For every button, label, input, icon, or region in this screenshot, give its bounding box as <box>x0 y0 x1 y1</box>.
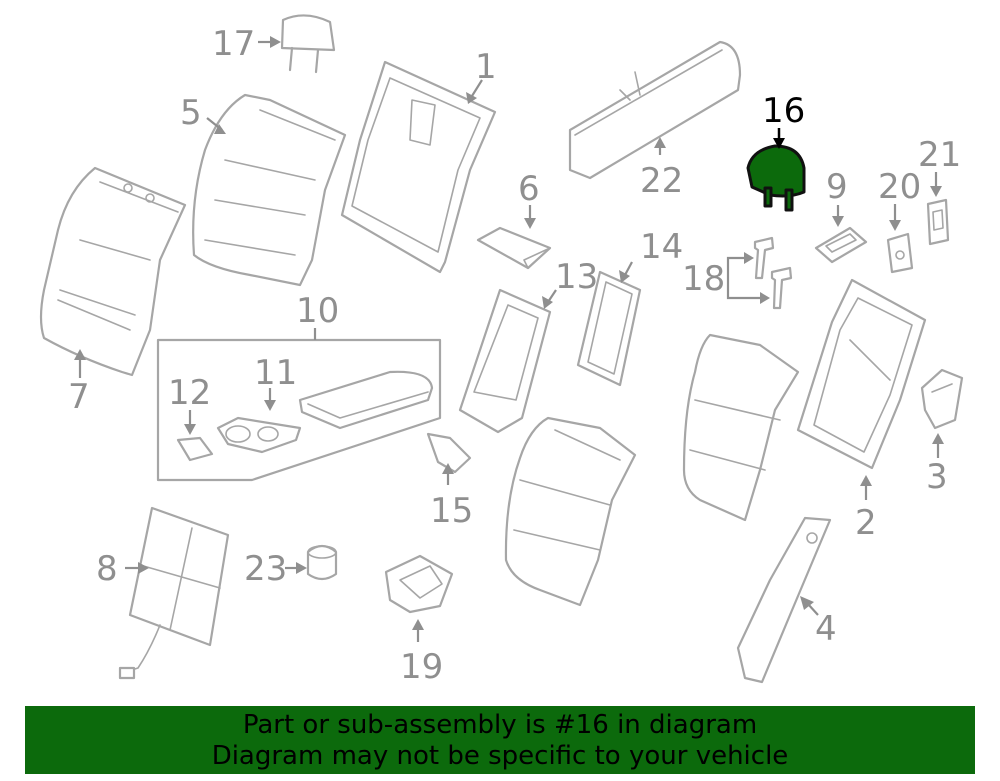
callout-13: 13 <box>542 257 598 309</box>
callout-23: 23 <box>244 549 307 589</box>
part-seat-back-center[interactable] <box>504 416 637 607</box>
callout-11: 11 <box>254 353 297 411</box>
part-3-hinge[interactable] <box>920 368 964 430</box>
part-17-headrest[interactable] <box>280 14 336 74</box>
part-6-pad[interactable] <box>476 226 552 270</box>
banner-line-1: Part or sub-assembly is #16 in diagram <box>242 710 758 740</box>
callout-6: 6 <box>518 169 540 229</box>
callout-4: 4 <box>800 596 837 649</box>
label-5: 5 <box>180 93 202 133</box>
part-1-seat-back-frame[interactable] <box>340 60 497 274</box>
label-22: 22 <box>640 161 683 201</box>
part-5-seat-back-pad[interactable] <box>192 93 347 287</box>
part-23-clip[interactable] <box>306 544 338 581</box>
label-12: 12 <box>168 373 211 413</box>
part-13-armrest-housing[interactable] <box>458 288 552 434</box>
label-11: 11 <box>254 353 297 393</box>
label-8: 8 <box>96 549 118 589</box>
callout-17: 17 <box>212 24 281 64</box>
part-20-bracket[interactable] <box>886 232 914 274</box>
callout-3: 3 <box>926 433 948 497</box>
callout-15: 15 <box>430 463 473 531</box>
part-11-cupholder[interactable] <box>216 416 302 454</box>
part-4-side-trim[interactable] <box>736 516 832 684</box>
callout-5: 5 <box>180 93 226 134</box>
callout-20: 20 <box>878 167 921 231</box>
part-16-headrest-highlighted[interactable] <box>746 144 806 212</box>
part-seat-back-right[interactable] <box>682 333 800 522</box>
callout-10: 10 <box>296 291 339 340</box>
callout-16: 16 <box>762 91 805 149</box>
label-19: 19 <box>400 647 443 687</box>
part-14-panel[interactable] <box>576 270 642 387</box>
banner-line-2: Diagram may not be specific to your vehi… <box>211 741 789 771</box>
label-23: 23 <box>244 549 287 589</box>
label-18: 18 <box>682 259 725 299</box>
part-15-trim-cover[interactable] <box>426 432 472 474</box>
label-16: 16 <box>762 91 805 131</box>
label-14: 14 <box>640 227 683 267</box>
part-12-insert[interactable] <box>176 436 214 462</box>
part-18-bolts[interactable] <box>753 236 793 310</box>
part-7-seat-back-cover[interactable] <box>39 166 187 377</box>
callout-18: 18 <box>682 252 770 304</box>
part-9-cover-plate[interactable] <box>814 226 868 264</box>
label-1: 1 <box>475 47 497 87</box>
label-9: 9 <box>826 167 848 207</box>
callout-12: 12 <box>168 373 211 435</box>
callout-19: 19 <box>400 619 443 687</box>
callout-21: 21 <box>918 135 961 197</box>
label-17: 17 <box>212 24 255 64</box>
callout-7: 7 <box>68 349 90 417</box>
label-3: 3 <box>926 457 948 497</box>
label-6: 6 <box>518 169 540 209</box>
label-10: 10 <box>296 291 339 331</box>
label-2: 2 <box>855 503 877 543</box>
callout-22: 22 <box>640 137 683 201</box>
part-19-latch-bracket[interactable] <box>384 554 454 614</box>
callout-9: 9 <box>826 167 848 227</box>
callout-2: 2 <box>855 475 877 543</box>
part-10-lid[interactable] <box>298 370 434 430</box>
callout-8: 8 <box>96 549 149 589</box>
part-21-guide[interactable] <box>926 198 950 246</box>
label-4: 4 <box>815 609 837 649</box>
part-2-seat-back-frame[interactable] <box>796 278 927 470</box>
callout-1: 1 <box>466 47 497 104</box>
callout-14: 14 <box>619 227 683 283</box>
part-8-heater-pad[interactable] <box>118 506 230 680</box>
notice-banner: Part or sub-assembly is #16 in diagram D… <box>25 706 975 774</box>
label-13: 13 <box>555 257 598 297</box>
label-21: 21 <box>918 135 961 175</box>
label-15: 15 <box>430 491 473 531</box>
label-7: 7 <box>68 377 90 417</box>
label-20: 20 <box>878 167 921 207</box>
part-22-armrest[interactable] <box>568 40 742 180</box>
